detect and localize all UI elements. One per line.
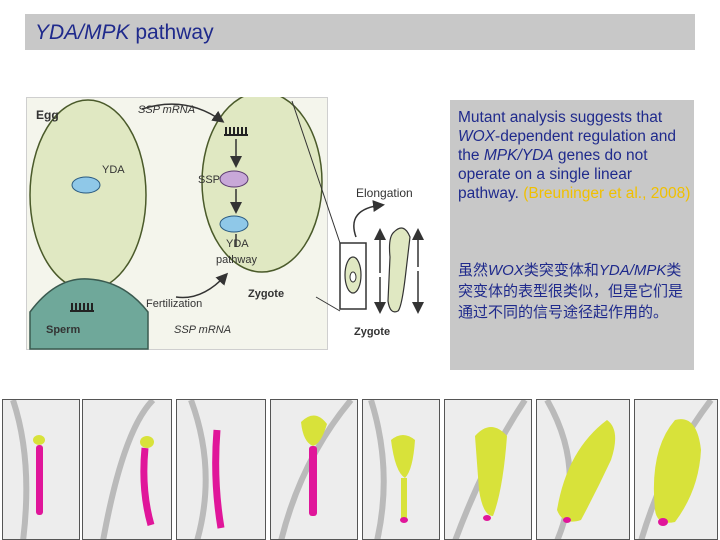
- label-ssp-mrna-top: SSP mRNA: [138, 104, 195, 116]
- micrograph-svg: [452, 400, 528, 539]
- zoom-line-bottom: [315, 296, 341, 312]
- label-fertilization: Fertilization: [146, 298, 202, 310]
- label-yda-pathway-1: YDA: [226, 238, 249, 250]
- note-citation: (Breuninger et al., 2008): [523, 185, 691, 202]
- diagram-svg: Egg SSP mRNA YDA SSP YDA pathway Elongat…: [29, 97, 424, 350]
- label-zygote-1: Zygote: [248, 288, 284, 300]
- label-yda-pathway-2: pathway: [216, 254, 257, 266]
- note-chinese: 虽然WOX类突变体和YDA/MPK类突变体的表型很类似，但是它们是通过不同的信号…: [458, 260, 692, 323]
- micrograph-panel: [2, 399, 80, 540]
- label-yda: YDA: [102, 164, 125, 176]
- micrograph-panel: [362, 399, 440, 540]
- slide-title-rest: pathway: [129, 21, 214, 44]
- arrow-fertilization: [175, 272, 229, 299]
- slide-title: YDA/MPK pathway: [35, 21, 214, 45]
- egg-cell: [29, 99, 147, 291]
- yda-oval-zygote: [219, 215, 249, 233]
- label-ssp-mrna-bottom: SSP mRNA: [174, 324, 231, 336]
- note-en-2: -dependent regulation and the: [458, 128, 677, 164]
- slide-title-bar: YDA/MPK pathway: [25, 14, 695, 50]
- ssp-oval: [219, 170, 249, 188]
- note-en-wox: WOX: [458, 128, 496, 145]
- zygote-nucleus: [349, 271, 357, 283]
- note-zh-wox: WOX: [488, 262, 524, 279]
- pathway-diagram: Egg SSP mRNA YDA SSP YDA pathway Elongat…: [26, 97, 440, 350]
- micrograph-svg: [638, 400, 714, 539]
- label-sperm: Sperm: [46, 324, 80, 336]
- label-ssp: SSP: [198, 174, 220, 186]
- mrna-comb-sperm: [70, 303, 94, 312]
- note-zh-yda: YDA/MPK: [598, 262, 667, 279]
- note-zh-2: 类突变体和: [523, 262, 599, 279]
- micrograph-svg: [100, 400, 156, 539]
- mrna-comb-top: [224, 127, 248, 136]
- label-elongation: Elongation: [356, 186, 413, 200]
- zygote-elongated: [387, 227, 411, 313]
- label-zygote-2: Zygote: [354, 326, 390, 338]
- micrograph-panel: [634, 399, 718, 540]
- micrograph-panel: [82, 399, 172, 540]
- zoom-line-top: [291, 100, 341, 244]
- yda-oval-egg: [71, 176, 101, 194]
- label-egg: Egg: [36, 108, 59, 122]
- slide-title-italic: YDA/MPK: [35, 21, 130, 44]
- micrograph-svg: [188, 400, 225, 539]
- note-en-1: Mutant analysis suggests that: [458, 109, 663, 126]
- sperm-cell: [29, 278, 149, 350]
- micrograph-svg: [10, 400, 45, 539]
- micrograph-panel: [270, 399, 358, 540]
- micrograph-svg: [368, 400, 415, 539]
- note-english: Mutant analysis suggests that WOX-depend…: [458, 108, 692, 203]
- note-zh-1: 虽然: [458, 262, 489, 279]
- note-en-3: genes do not operate on a single linear …: [458, 147, 648, 202]
- micrograph-svg: [544, 400, 616, 539]
- note-box: Mutant analysis suggests that WOX-depend…: [450, 100, 694, 370]
- note-zh-3: 类突变体的表型很类似，但是它们是通过不同的信号途径起作用的。: [458, 262, 684, 321]
- micrograph-panel: [444, 399, 532, 540]
- micrograph-panel: [176, 399, 266, 540]
- arrow-ssp-to-top: [141, 103, 225, 123]
- micrograph-svg: [278, 400, 354, 539]
- micrograph-strip: [0, 399, 720, 540]
- note-en-mpk: MPK/YDA: [483, 147, 554, 164]
- elongation-curve-arrow: [353, 200, 385, 238]
- micrograph-panel: [536, 399, 630, 540]
